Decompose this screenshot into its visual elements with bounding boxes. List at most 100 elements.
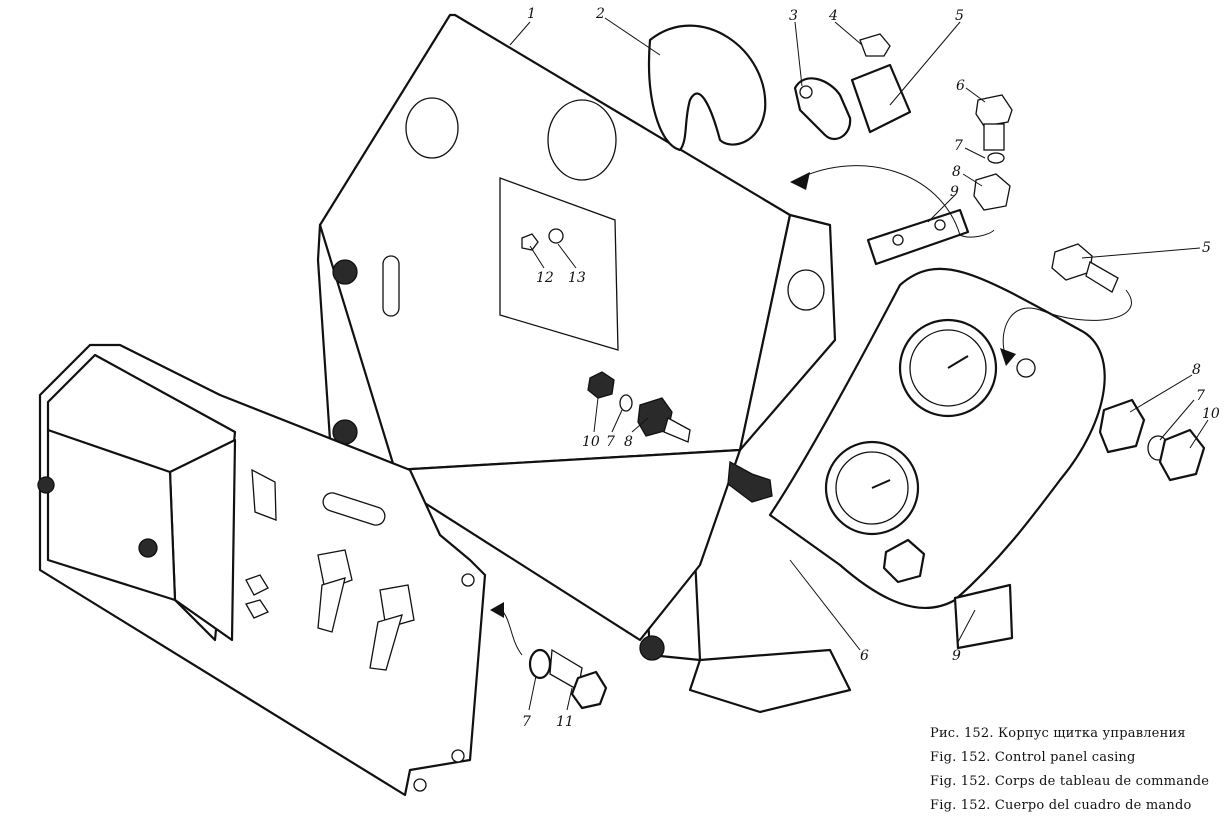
- leader-12: [529, 245, 545, 269]
- bolt-11-head-shape: [570, 670, 608, 710]
- bolt-5-shank-shape: [1085, 261, 1119, 293]
- gauge-lower-needle: [871, 479, 891, 489]
- casing-hole-left: [405, 97, 459, 159]
- caption-en: Fig. 152. Control panel casing: [930, 750, 1136, 765]
- front-panel-box-front: [46, 428, 177, 602]
- front-panel-hole-1: [451, 749, 465, 763]
- front-panel-hole-2: [413, 778, 427, 792]
- callout-4: 4: [828, 8, 838, 24]
- right-fasteners: [1098, 398, 1206, 482]
- front-panel-nut-2: [245, 599, 269, 619]
- caption-fr: Fig. 152. Corps de tableau de commande: [930, 774, 1210, 789]
- front-panel-nut-1: [245, 574, 269, 596]
- leader-4: [834, 21, 863, 46]
- leader-10b: [1189, 419, 1209, 449]
- caption-ru: Рис. 152. Корпус щитка управления: [930, 726, 1186, 741]
- callout-2: 2: [595, 6, 605, 22]
- front-panel-hole-3: [461, 573, 475, 587]
- leader-7b: [611, 409, 623, 433]
- washer-7-casing-shape: [619, 394, 633, 412]
- washer-7-lower-shape: [528, 648, 552, 680]
- callout-7c: 7: [1196, 388, 1205, 404]
- callout-1: 1: [527, 6, 536, 22]
- figure-caption: Рис. 152. Корпус щитка управления Fig. 1…: [930, 722, 1225, 818]
- callout-5b: 5: [1202, 240, 1211, 256]
- bolt-casing-shape: [663, 417, 691, 443]
- callout-10b: 10: [1202, 406, 1220, 422]
- path-upper: [799, 165, 995, 238]
- callout-8a: 8: [952, 164, 961, 180]
- callout-12: 12: [536, 270, 554, 286]
- callout-6b: 6: [860, 648, 869, 664]
- path-right: [1002, 289, 1132, 351]
- leader-lines: [509, 17, 1209, 711]
- assembly-paths: [490, 165, 1132, 656]
- casing-stud-3: [639, 635, 665, 661]
- leader-5b: [1081, 247, 1201, 259]
- callout-10a: 10: [582, 434, 600, 450]
- front-panel-stud-1: [37, 476, 55, 494]
- leader-7a: [964, 147, 986, 159]
- plate-9-lower-shape: [953, 583, 1014, 650]
- washer-13-shape: [548, 228, 564, 244]
- front-panel: [37, 343, 487, 797]
- casing-window: [499, 177, 619, 351]
- leader-13: [557, 243, 577, 269]
- front-panel-slot: [322, 492, 386, 526]
- bolt-6-lower-shape: [727, 460, 773, 503]
- leader-9b: [957, 609, 976, 643]
- callout-8b: 8: [624, 434, 633, 450]
- clamp-group: [793, 33, 912, 141]
- callout-11: 11: [556, 714, 574, 730]
- callout-7a: 7: [954, 138, 963, 154]
- casing-hole-top: [547, 99, 617, 181]
- leader-3: [794, 21, 803, 87]
- callout-labels: 1 2 3 4 5 5 6 6 7 7 7 7 8 8 8 9 9 10 10 …: [522, 6, 1220, 730]
- leader-8a: [962, 173, 983, 187]
- gauge-panel-hole: [1016, 358, 1036, 378]
- bolt-6-shank-shape: [983, 123, 1005, 151]
- casing-slot: [382, 255, 400, 317]
- clip-8-right-shape: [1098, 398, 1146, 454]
- leader-9a: [927, 193, 957, 223]
- leader-5a: [889, 21, 961, 106]
- gauge-panel: [768, 267, 1106, 650]
- block-5-shape: [850, 63, 912, 134]
- leader-6b: [789, 559, 861, 651]
- callout-13: 13: [568, 270, 586, 286]
- leader-1: [509, 21, 531, 46]
- gauge-upper-needle: [947, 355, 969, 369]
- callout-6a: 6: [956, 78, 965, 94]
- callout-3: 3: [789, 8, 798, 24]
- leader-2: [604, 17, 661, 56]
- washer-7-upper-shape: [987, 152, 1005, 164]
- casing-body: [316, 13, 852, 714]
- casing-stud-1: [332, 259, 358, 285]
- casing-foot: [688, 648, 852, 714]
- bolt-5-right: [1051, 243, 1119, 293]
- bolt-6-head-shape: [975, 94, 1013, 127]
- callout-7b: 7: [606, 434, 615, 450]
- leader-7c: [1159, 399, 1195, 441]
- lower-fasteners: [528, 648, 608, 710]
- plate-9-hole-1: [892, 234, 904, 246]
- arrow-lower: [490, 602, 504, 618]
- leader-8c: [1129, 374, 1193, 413]
- leader-7d: [528, 675, 537, 711]
- caption-es: Fig. 152. Cuerpo del cuadro de mando: [930, 798, 1192, 813]
- cover-2: [647, 24, 767, 152]
- bolt-4-shape: [859, 33, 891, 57]
- front-panel-switch-plate: [251, 468, 277, 521]
- leader-11: [566, 687, 573, 711]
- callout-5a: 5: [955, 8, 964, 24]
- callout-8c: 8: [1192, 362, 1201, 378]
- toggle-switch-2-lever: [369, 614, 403, 671]
- gauge-panel-nut: [882, 538, 926, 584]
- arrow-upper: [790, 172, 810, 190]
- toggle-switch-2-body: [379, 584, 415, 629]
- leader-6a: [965, 87, 986, 103]
- plate-9-lower-hole: [983, 603, 993, 621]
- callout-7d: 7: [522, 714, 531, 730]
- clamp-3-hole: [799, 85, 813, 99]
